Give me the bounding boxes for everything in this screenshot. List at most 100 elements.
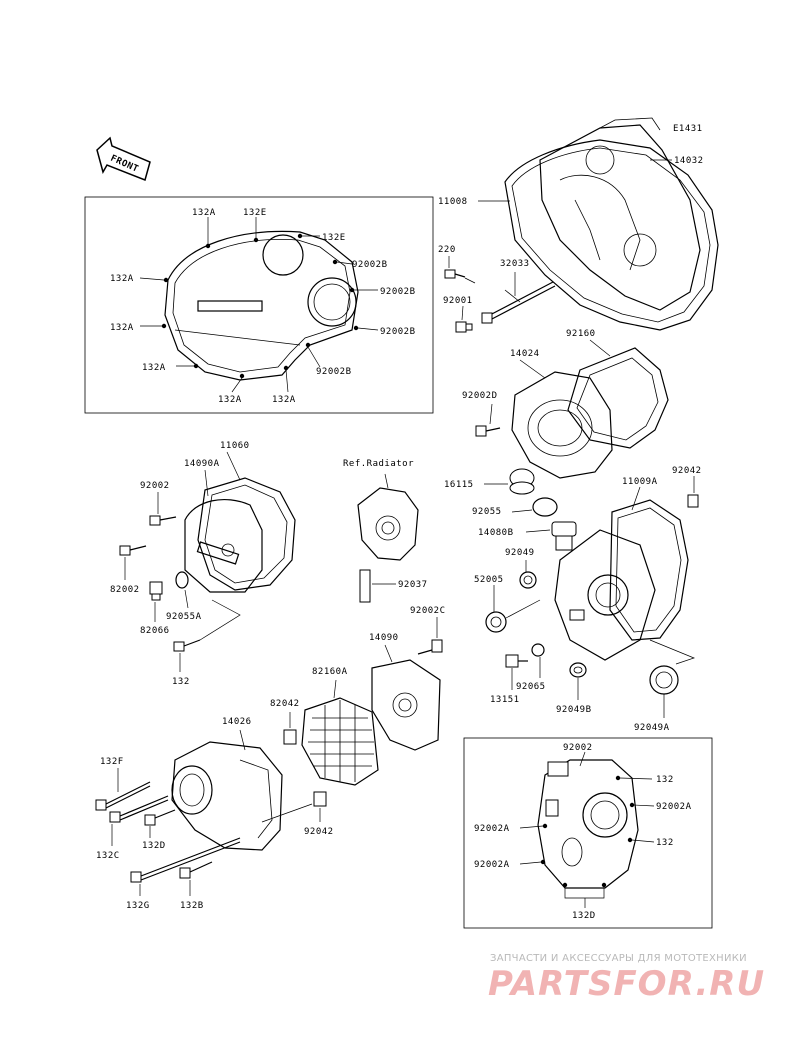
- dowel-82042: [283, 729, 297, 745]
- label-220: 220: [438, 245, 456, 255]
- inset-right-leaders: [519, 751, 655, 908]
- cover-14032: [539, 117, 701, 311]
- label-132-left: 132: [172, 677, 190, 687]
- label-92037: 92037: [398, 580, 428, 590]
- water-pump-housing: [357, 487, 419, 561]
- diagram-code: E1431: [673, 124, 703, 134]
- inset-water-pump-cover: [537, 759, 639, 889]
- label-132d-inset: 132D: [572, 911, 596, 921]
- bolt-132f: [95, 781, 151, 811]
- bolt-92002-left: [149, 515, 177, 526]
- label-92160: 92160: [566, 329, 596, 339]
- label-92042-right: 92042: [672, 466, 702, 476]
- water-pump-cover: [554, 529, 656, 661]
- label-14080b: 14080B: [478, 528, 514, 538]
- label-132d: 132D: [142, 841, 166, 851]
- label-92002-inset: 92002: [563, 743, 593, 753]
- gasket-11008: [504, 139, 719, 331]
- label-52005: 52005: [474, 575, 504, 585]
- oring-92065: [531, 643, 545, 657]
- bolt-82002: [119, 545, 147, 556]
- pipe-14080b: [551, 521, 577, 551]
- label-132a-5: 132A: [218, 395, 242, 405]
- label-92002b-4: 92002B: [316, 367, 352, 377]
- label-82160a: 82160A: [312, 667, 348, 677]
- oring-92049b: [569, 662, 587, 678]
- label-92002c: 92002C: [410, 606, 446, 616]
- label-132e-1: 132E: [243, 208, 267, 218]
- label-92002d: 92002D: [462, 391, 498, 401]
- label-13151: 13151: [490, 695, 520, 705]
- inset-leader-lines: [139, 217, 379, 393]
- inset-box-clutch-cover: [84, 196, 434, 414]
- label-132g: 132G: [126, 901, 150, 911]
- inset-bolt-dots: [161, 233, 359, 379]
- front-arrow-icon: FRONT: [96, 136, 151, 182]
- bolt-92002d: [475, 425, 501, 437]
- dowel-92042-bottom: [313, 791, 327, 807]
- label-132-inset-1: 132: [656, 775, 674, 785]
- oring-92055a: [175, 571, 189, 589]
- label-132c: 132C: [96, 851, 120, 861]
- dowel-92042-right: [687, 494, 699, 508]
- label-132a-3: 132A: [110, 323, 134, 333]
- seal-92049a: [649, 665, 679, 695]
- clutch-cover-outer: [164, 230, 359, 381]
- oring-92049: [519, 571, 537, 589]
- label-14026: 14026: [222, 717, 252, 727]
- label-82042: 82042: [270, 699, 300, 709]
- label-132e-2: 132E: [322, 233, 346, 243]
- bolt-220: [444, 269, 466, 279]
- label-132a-4: 132A: [142, 363, 166, 373]
- bolt-92002c: [417, 639, 443, 655]
- inset-box-water-pump: [463, 737, 713, 929]
- label-92002b-3: 92002B: [380, 327, 416, 337]
- inset-right-bolt-dots: [540, 775, 635, 888]
- label-14090a: 14090A: [184, 459, 220, 469]
- label-14024: 14024: [510, 349, 540, 359]
- label-92002-left: 92002: [140, 481, 170, 491]
- label-92002a-2: 92002A: [474, 824, 510, 834]
- label-132a-2: 132A: [110, 274, 134, 284]
- watermark-logo: PARTSFOR.RU: [488, 964, 766, 1004]
- label-14090: 14090: [369, 633, 399, 643]
- oring-92055: [532, 497, 558, 517]
- watermark-caption: ЗАПЧАСТИ И АКСЕССУАРЫ ДЛЯ МОТОТЕХНИКИ: [490, 953, 747, 964]
- cover-14024: [511, 371, 613, 479]
- bolt-132b: [179, 861, 213, 879]
- bolt-132d: [144, 809, 176, 826]
- label-11009a: 11009A: [622, 477, 658, 487]
- plate-14090: [371, 659, 441, 751]
- sensor-13151: [505, 654, 528, 668]
- bolt-132g: [130, 837, 241, 883]
- hose-92037: [359, 569, 371, 603]
- label-92002b-1: 92002B: [352, 260, 388, 270]
- bolt-132-left: [173, 639, 201, 652]
- label-92002b-2: 92002B: [380, 287, 416, 297]
- cap-16115: [509, 468, 535, 495]
- gasket-11009a: [609, 499, 689, 641]
- label-92002a-1: 92002A: [656, 802, 692, 812]
- label-132f: 132F: [100, 757, 124, 767]
- label-132-inset-2: 132: [656, 838, 674, 848]
- label-92049: 92049: [505, 548, 535, 558]
- ref-radiator-label: Ref.Radiator: [343, 459, 414, 469]
- cover-14026: [171, 741, 283, 851]
- label-11008: 11008: [438, 197, 468, 207]
- label-82066: 82066: [140, 626, 170, 636]
- label-14032: 14032: [674, 156, 704, 166]
- label-132b: 132B: [180, 901, 204, 911]
- bolt-132c: [109, 795, 169, 823]
- label-132a-1: 132A: [192, 208, 216, 218]
- seal-52005: [485, 611, 507, 633]
- label-92055: 92055: [472, 507, 502, 517]
- label-16115: 16115: [444, 480, 474, 490]
- gasket-11060: [197, 477, 296, 591]
- label-32033: 32033: [500, 259, 530, 269]
- bolt-92001: [455, 321, 473, 333]
- label-11060: 11060: [220, 441, 250, 451]
- label-92001: 92001: [443, 296, 473, 306]
- label-132a-6: 132A: [272, 395, 296, 405]
- label-82002: 82002: [110, 585, 140, 595]
